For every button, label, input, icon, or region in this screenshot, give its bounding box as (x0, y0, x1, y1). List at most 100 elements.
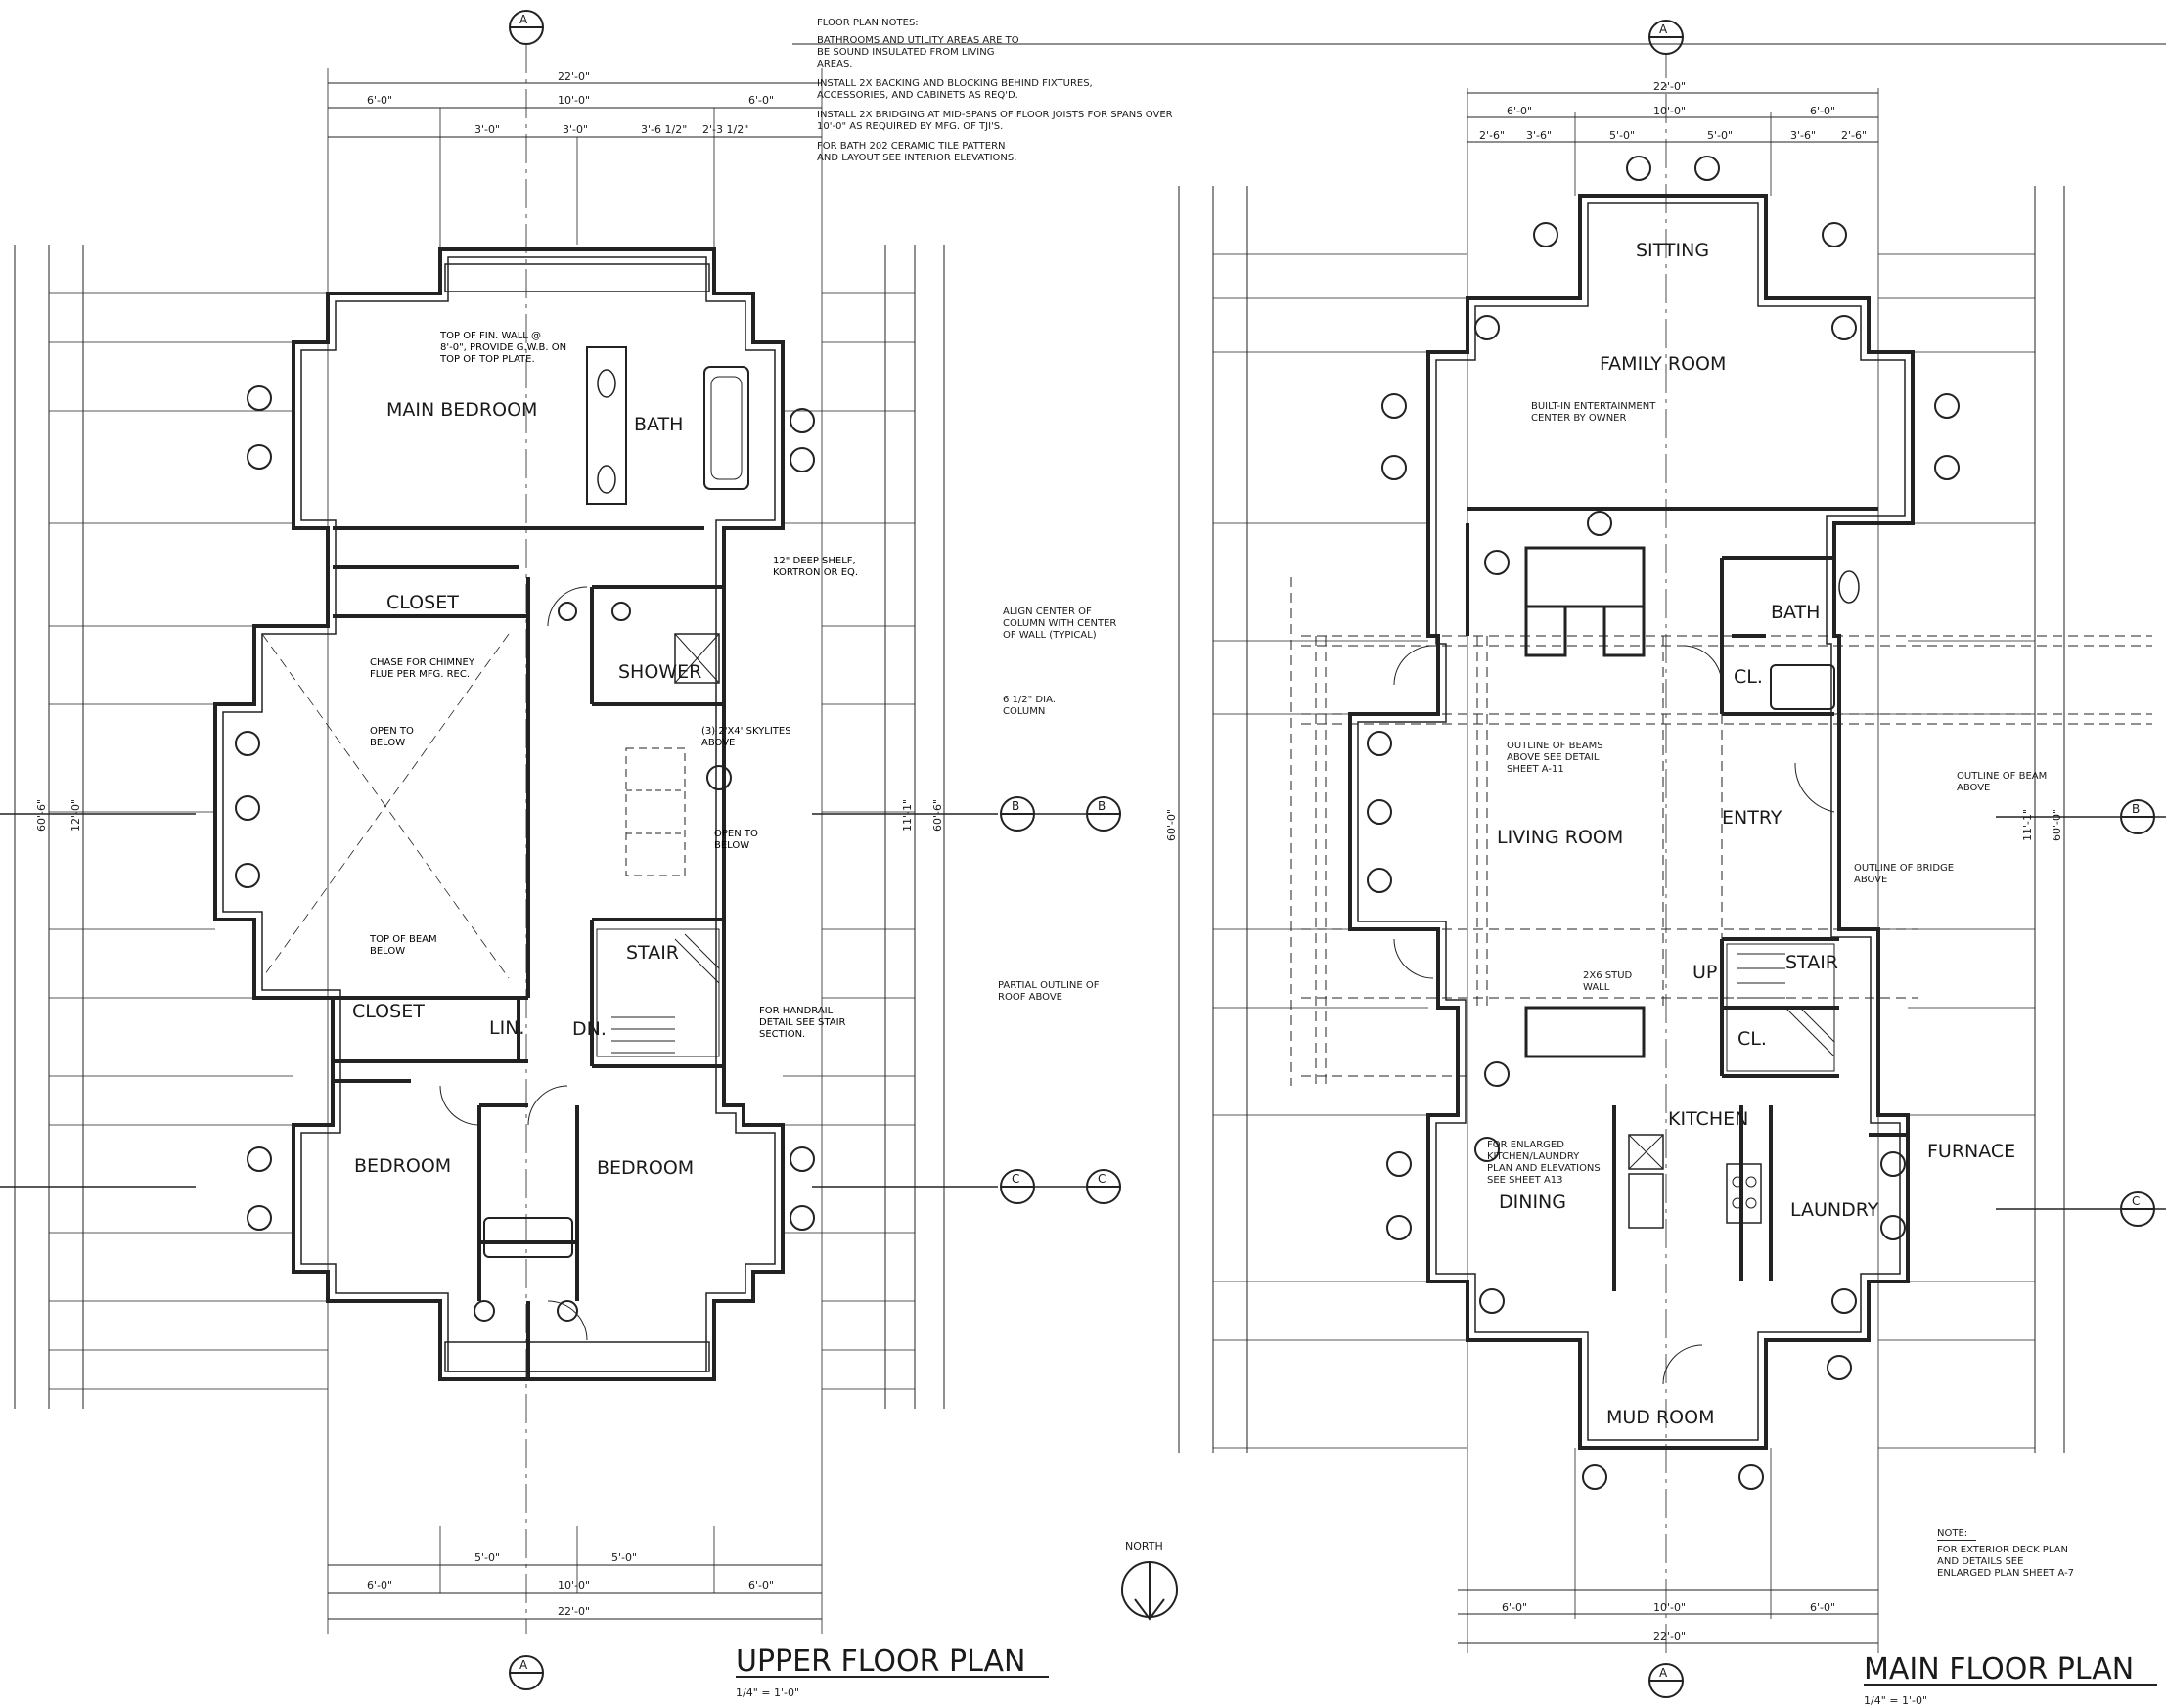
main-room-labels: SITTING FAMILY ROOM BATH CL. LIVING ROOM… (1497, 240, 2015, 1428)
room-living-room: LIVING ROOM (1497, 827, 1623, 848)
marker-letter: C (2132, 1194, 2140, 1208)
note-stud-wall: 2X6 STUD WALL (1583, 970, 1633, 993)
dim-main-overall-width: 22'-0" (1653, 80, 1686, 93)
section-markers: A A A A B B B C (509, 10, 2155, 1698)
dim-main-sub-d: 5'-0" (1707, 129, 1733, 142)
main-title-block: MAIN FLOOR PLAN 1/4" = 1'-0" (1864, 1652, 2157, 1707)
note-4: FOR BATH 202 CERAMIC TILE PATTERN AND LA… (817, 141, 1017, 163)
section-marker-a-top-upper: A (509, 10, 544, 45)
main-dimensions: 22'-0" 6'-0" 10'-0" 6'-0" 2'-6" 3'-6" 5'… (1165, 80, 2063, 1642)
dim-main-bot-c: 6'-0" (1810, 1601, 1835, 1614)
marker-letter: B (2132, 802, 2140, 816)
dim-main-bot-b: 10'-0" (1653, 1601, 1686, 1614)
note-shelf: 12" DEEP SHELF, KORTRON OR EQ. (773, 556, 859, 578)
room-main-bedroom: MAIN BEDROOM (386, 399, 537, 421)
upper-title-block: UPPER FLOOR PLAN 1/4" = 1'-0" (736, 1644, 1049, 1699)
dim-main-right-height: 11'-1" (2021, 809, 2034, 841)
note-3: INSTALL 2X BRIDGING AT MID-SPANS OF FLOO… (817, 110, 1173, 132)
note-kitchen: FOR ENLARGED KITCHEN/LAUNDRY PLAN AND EL… (1487, 1140, 1601, 1186)
note-1: BATHROOMS AND UTILITY AREAS ARE TO BE SO… (817, 35, 1019, 69)
room-mud-room: MUD ROOM (1606, 1407, 1714, 1428)
dim-sub-c: 3'-6 1/2" (641, 123, 687, 136)
room-closet-bottom: CLOSET (352, 1001, 425, 1022)
dim-main-sub-f: 2'-6" (1841, 129, 1867, 142)
upper-floor-plan-title: UPPER FLOOR PLAN (736, 1644, 1025, 1679)
north-arrow: NORTH (1121, 1540, 1178, 1621)
main-floor-plan (1178, 88, 2152, 1653)
upper-dimensions: 22'-0" 6'-0" 10'-0" 6'-0" 3'-0" 3'-0" 3'… (35, 70, 944, 1618)
room-bedroom-right: BEDROOM (597, 1157, 694, 1179)
dim-bot-b: 5'-0" (611, 1551, 637, 1564)
room-cl-2: CL. (1737, 1028, 1767, 1050)
room-sitting: SITTING (1636, 240, 1709, 261)
note-chase: CHASE FOR CHIMNEY FLUE PER MFG. REC. (370, 657, 474, 680)
dim-bot-d: 10'-0" (558, 1579, 590, 1592)
room-bath-main: BATH (1771, 602, 1820, 623)
room-shower: SHOWER (618, 661, 701, 683)
dim-main-top-a: 6'-0" (1507, 105, 1532, 117)
note-handrail: FOR HANDRAIL DETAIL SEE STAIR SECTION. (759, 1006, 846, 1040)
main-callouts (1367, 156, 1960, 1490)
room-stair-main: STAIR (1785, 952, 1838, 973)
note-beams-above: OUTLINE OF BEAMS ABOVE SEE DETAIL SHEET … (1507, 741, 1603, 775)
main-floor-plan-scale: 1/4" = 1'-0" (1864, 1694, 1927, 1707)
dim-bot-overall: 22'-0" (558, 1605, 590, 1618)
room-entry: ENTRY (1722, 807, 1782, 829)
main-exterior-wall (1348, 194, 1915, 1450)
dim-main-sub-c: 5'-0" (1609, 129, 1635, 142)
dim-top-a: 6'-0" (367, 94, 392, 107)
dim-sub-d: 2'-3 1/2" (702, 123, 748, 136)
room-family-room: FAMILY ROOM (1600, 353, 1726, 375)
dim-sub-b: 3'-0" (563, 123, 588, 136)
notes-heading: FLOOR PLAN NOTES: (817, 18, 919, 28)
note-open-below-1: OPEN TO BELOW (370, 726, 414, 748)
marker-letter: A (1659, 22, 1668, 36)
marker-letter: C (1098, 1172, 1106, 1186)
section-lines (0, 44, 2166, 1653)
dim-main-bot-a: 6'-0" (1502, 1601, 1527, 1614)
note-builtin: BUILT-IN ENTERTAINMENT CENTER BY OWNER (1531, 401, 1656, 424)
room-bath: BATH (634, 414, 683, 435)
dim-main-bot-overall: 22'-0" (1653, 1630, 1686, 1642)
deck-note-heading: NOTE: (1937, 1528, 1976, 1541)
upper-floor-plan (14, 68, 945, 1634)
dim-main-overall-height: 60'-0" (1165, 809, 1178, 841)
note-align-column: ALIGN CENTER OF COLUMN WITH CENTER OF WA… (1003, 607, 1117, 641)
note-bridge-above: OUTLINE OF BRIDGE ABOVE (1854, 863, 1955, 885)
dim-main-right-overall: 60'-0" (2051, 809, 2063, 841)
note-fin-wall: TOP OF FIN. WALL @ 8'-0", PROVIDE G.W.B.… (440, 331, 567, 365)
upper-room-labels: MAIN BEDROOM BATH CLOSET SHOWER STAIR CL… (352, 399, 701, 1179)
dim-bot-a: 5'-0" (474, 1551, 500, 1564)
dim-right-height: 11'-1" (901, 799, 914, 832)
note-roof-above: PARTIAL OUTLINE OF ROOF ABOVE (998, 980, 1100, 1003)
dim-bot-c: 6'-0" (367, 1579, 392, 1592)
room-cl-1: CL. (1734, 666, 1763, 688)
dim-main-sub-a: 2'-6" (1479, 129, 1505, 142)
section-marker-c-main: C (1086, 1169, 1121, 1204)
upper-exterior-wall (213, 247, 785, 1381)
room-laundry: LAUNDRY (1790, 1199, 1879, 1221)
dim-main-sub-e: 3'-6" (1790, 129, 1816, 142)
dim-top-c: 6'-0" (748, 94, 774, 107)
note-beam-above: OUTLINE OF BEAM ABOVE (1957, 771, 2048, 793)
room-up: UP (1692, 962, 1717, 983)
dim-sub-a: 3'-0" (474, 123, 500, 136)
room-kitchen: KITCHEN (1668, 1108, 1748, 1130)
section-marker-a-top-main: A (1648, 20, 1684, 55)
note-top-beam: TOP OF BEAM BELOW (370, 934, 437, 957)
dim-main-top-b: 10'-0" (1653, 105, 1686, 117)
main-annotations: BUILT-IN ENTERTAINMENT CENTER BY OWNER A… (998, 401, 2048, 1186)
dim-main-top-c: 6'-0" (1810, 105, 1835, 117)
marker-letter: A (1659, 1666, 1668, 1680)
deck-note-body: FOR EXTERIOR DECK PLAN AND DETAILS SEE E… (1937, 1545, 2075, 1579)
section-marker-c-right: C (2120, 1191, 2155, 1227)
dim-overall-height: 60'-6" (35, 799, 48, 832)
deck-note: NOTE: FOR EXTERIOR DECK PLAN AND DETAILS… (1937, 1528, 2075, 1579)
dim-overall-width: 22'-0" (558, 70, 590, 83)
room-closet-top: CLOSET (386, 592, 459, 613)
note-skylites: (3) 2'X4' SKYLITES ABOVE (701, 726, 791, 748)
dim-top-b: 10'-0" (558, 94, 590, 107)
upper-floor-plan-scale: 1/4" = 1'-0" (736, 1686, 799, 1699)
upper-callouts (235, 385, 815, 1322)
